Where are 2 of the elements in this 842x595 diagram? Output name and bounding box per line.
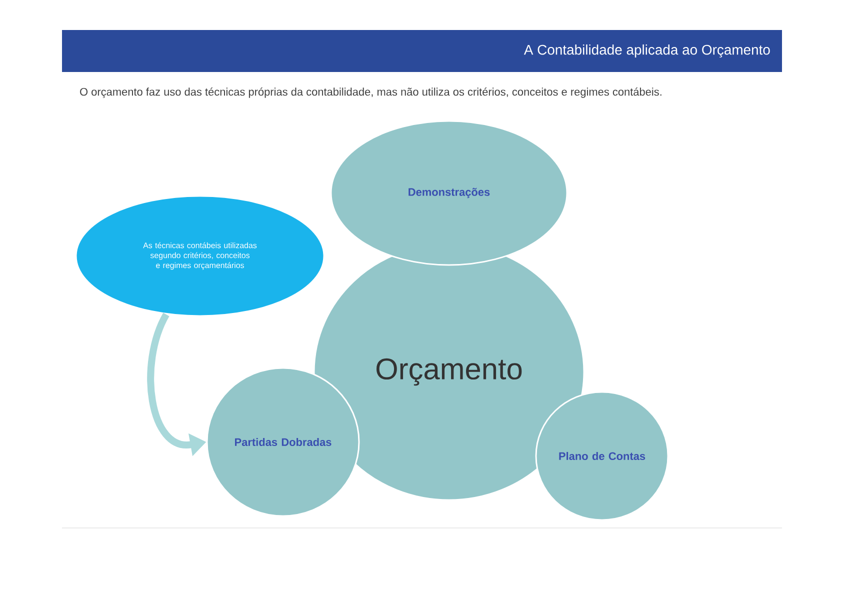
title-bar: A Contabilidade aplicada ao Orçamento: [62, 30, 782, 72]
intro-text: O orçamento faz uso das técnicas próprias da contabilidade, mas não utiliza os critérios, conceitos e regimes contábeis.: [80, 88, 662, 98]
